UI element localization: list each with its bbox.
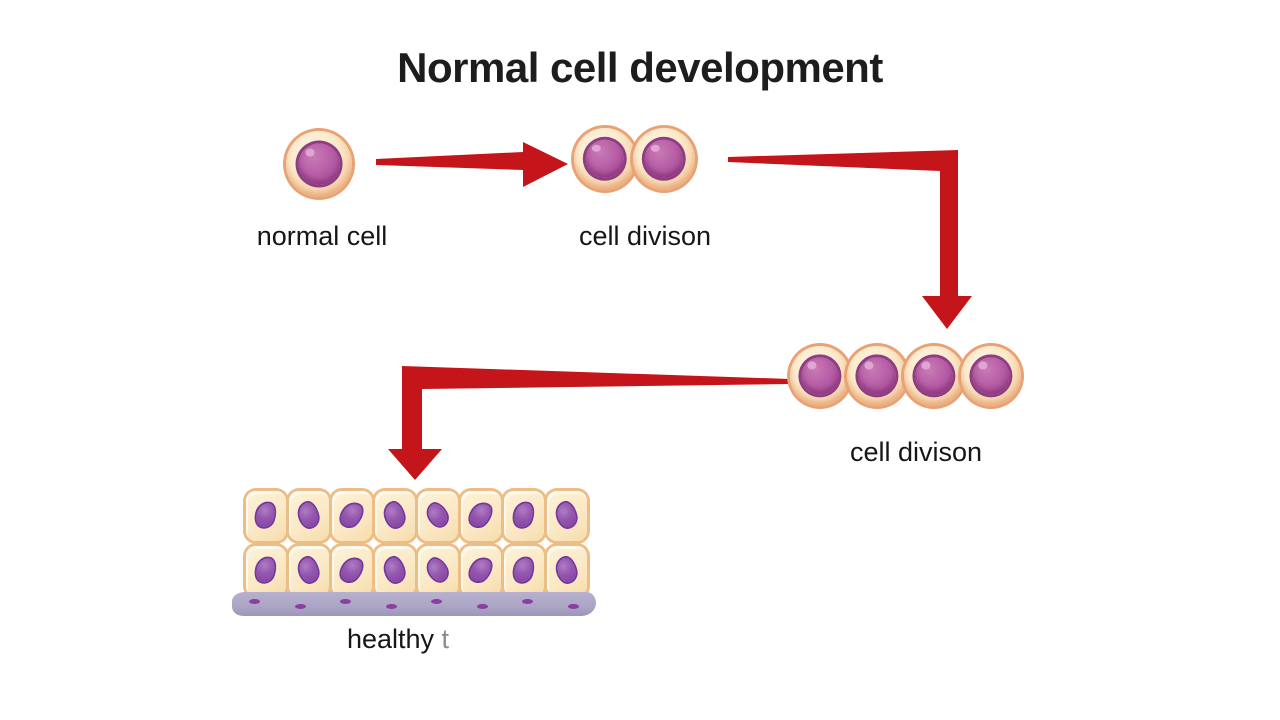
healthy-tissue-label-typing: t — [441, 624, 450, 654]
membrane-dot — [567, 603, 579, 609]
healthy-tissue-label-done: healthy — [346, 624, 435, 654]
tissue-cell-nucleus — [466, 500, 495, 530]
arrow-left-down-icon — [388, 366, 790, 480]
tissue-cell — [547, 546, 587, 596]
tissue-cell — [246, 546, 286, 596]
tissue-cell-nucleus — [511, 500, 536, 530]
tissue-cell — [375, 546, 415, 596]
tissue-cell — [504, 491, 544, 541]
arrow-right-down-icon — [728, 150, 972, 329]
tissue-cell — [418, 491, 458, 541]
cell — [790, 346, 850, 406]
cell-nucleus — [298, 143, 340, 185]
membrane-dot — [385, 603, 397, 609]
tissue-cell-nucleus — [424, 501, 451, 529]
normal-cell-group — [286, 131, 352, 197]
normal-cell-label: normal cell — [256, 221, 388, 251]
cell-nucleus — [972, 357, 1010, 395]
membrane-dot — [340, 598, 352, 604]
diagram-title: Normal cell development — [397, 44, 883, 91]
tissue-cell-nucleus — [383, 501, 406, 529]
tissue-cell-nucleus — [383, 556, 406, 584]
cell-division-label-1: cell divison — [578, 221, 712, 251]
tissue-cell — [289, 546, 329, 596]
basement-membrane — [232, 592, 596, 616]
tissue-cell-nucleus — [253, 500, 278, 530]
tissue-cell-nucleus — [466, 555, 495, 585]
tissue-cell — [246, 491, 286, 541]
membrane-dot — [522, 598, 534, 604]
tissue-cell-nucleus — [297, 556, 320, 584]
membrane-dot — [476, 603, 488, 609]
tissue-cell-nucleus — [337, 500, 366, 530]
tissue-row-top — [246, 491, 587, 541]
cell-nucleus — [585, 139, 625, 179]
tissue-cell-nucleus — [511, 555, 536, 585]
cell — [286, 131, 352, 197]
healthy-tissue-label: healthy t — [347, 624, 449, 655]
tissue-cell-nucleus — [424, 556, 451, 584]
tissue-cell — [461, 491, 501, 541]
membrane-dot — [249, 598, 261, 604]
cell — [847, 346, 907, 406]
cell — [961, 346, 1021, 406]
tissue-cell — [289, 491, 329, 541]
membrane-dot — [294, 603, 306, 609]
tissue-cell — [547, 491, 587, 541]
cell-nucleus — [644, 139, 684, 179]
tissue-cell — [418, 546, 458, 596]
four-cell-group — [790, 346, 1021, 406]
tissue-cell — [504, 546, 544, 596]
tissue-cell-nucleus — [297, 501, 320, 529]
tissue-cell — [375, 491, 415, 541]
tissue-cell — [332, 546, 372, 596]
cell — [904, 346, 964, 406]
tissue-cell — [332, 491, 372, 541]
tissue-cell-nucleus — [555, 556, 578, 584]
two-cell-group — [574, 128, 695, 190]
membrane-dot — [431, 598, 443, 604]
arrow-right-icon — [376, 142, 568, 187]
cell-nucleus — [915, 357, 953, 395]
cell — [574, 128, 636, 190]
tissue-cell-nucleus — [337, 555, 366, 585]
cell-nucleus — [858, 357, 896, 395]
cell-nucleus — [801, 357, 839, 395]
tissue-cell-nucleus — [253, 555, 278, 585]
tissue-cell — [461, 546, 501, 596]
cell — [633, 128, 695, 190]
tissue-row-bottom — [246, 546, 587, 596]
cell-division-label-2: cell divison — [849, 437, 983, 467]
tissue-cell-nucleus — [555, 501, 578, 529]
